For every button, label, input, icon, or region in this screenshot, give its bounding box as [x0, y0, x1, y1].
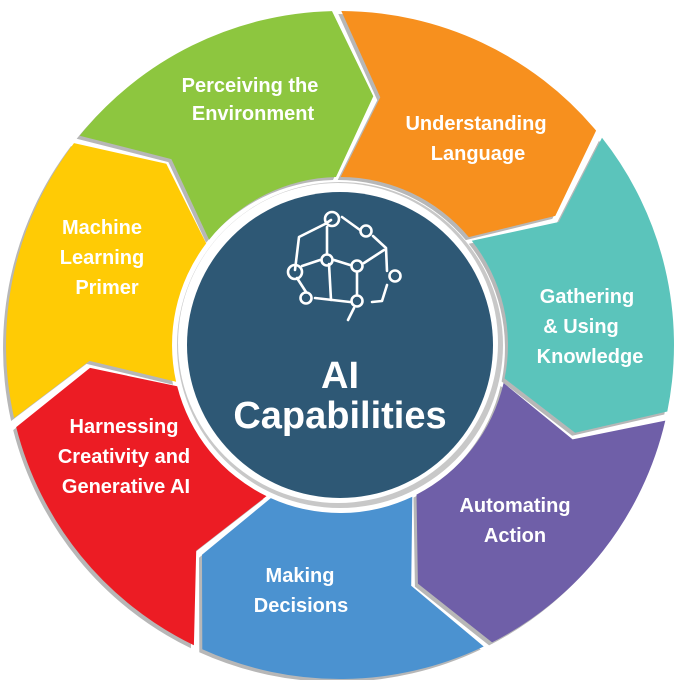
segment-label-language: Understanding Language: [405, 113, 546, 165]
svg-text:Automating: Automating: [459, 495, 570, 517]
svg-text:Primer: Primer: [75, 277, 139, 299]
svg-text:Decisions: Decisions: [254, 595, 348, 617]
segment-label-ml-primer: Machine Learning Primer: [60, 217, 144, 299]
center-title-line-2: Capabilities: [233, 395, 446, 437]
cycle-segments: [3, 11, 674, 680]
svg-text:Learning: Learning: [60, 247, 144, 269]
segment-label-perceiving: Perceiving the Environment: [182, 75, 319, 125]
svg-text:Machine: Machine: [62, 217, 142, 239]
svg-text:Knowledge: Knowledge: [537, 346, 644, 368]
segment-label-action: Automating Action: [459, 495, 570, 547]
segment-decisions: [202, 496, 484, 679]
svg-text:Perceiving the: Perceiving the: [182, 75, 319, 97]
segment-label-creativity: Harnessing Creativity and Generative AI: [58, 416, 190, 498]
segment-label-decisions: Making Decisions: [254, 565, 348, 617]
segment-knowledge: [471, 137, 674, 433]
svg-text:Creativity and: Creativity and: [58, 446, 190, 468]
center-circle: [187, 192, 493, 498]
svg-text:Harnessing: Harnessing: [70, 416, 179, 438]
svg-text:Environment: Environment: [192, 103, 315, 125]
center-title-line-1: AI: [321, 355, 359, 397]
segment-action: [416, 383, 666, 643]
svg-text:Making: Making: [266, 565, 335, 587]
segment-ml-primer: [6, 143, 207, 418]
brain-network-icon: [286, 210, 402, 322]
svg-text:& Using: & Using: [543, 316, 619, 338]
segment-label-knowledge: Gathering & Using Knowledge: [537, 286, 644, 368]
svg-text:Generative AI: Generative AI: [62, 476, 190, 498]
segment-creativity: [16, 367, 267, 646]
segment-perceiving: [79, 11, 374, 240]
svg-text:Language: Language: [431, 143, 525, 165]
svg-text:Understanding: Understanding: [405, 113, 546, 135]
svg-text:Gathering: Gathering: [540, 286, 634, 308]
segment-language: [340, 11, 597, 238]
svg-text:Action: Action: [484, 525, 546, 547]
